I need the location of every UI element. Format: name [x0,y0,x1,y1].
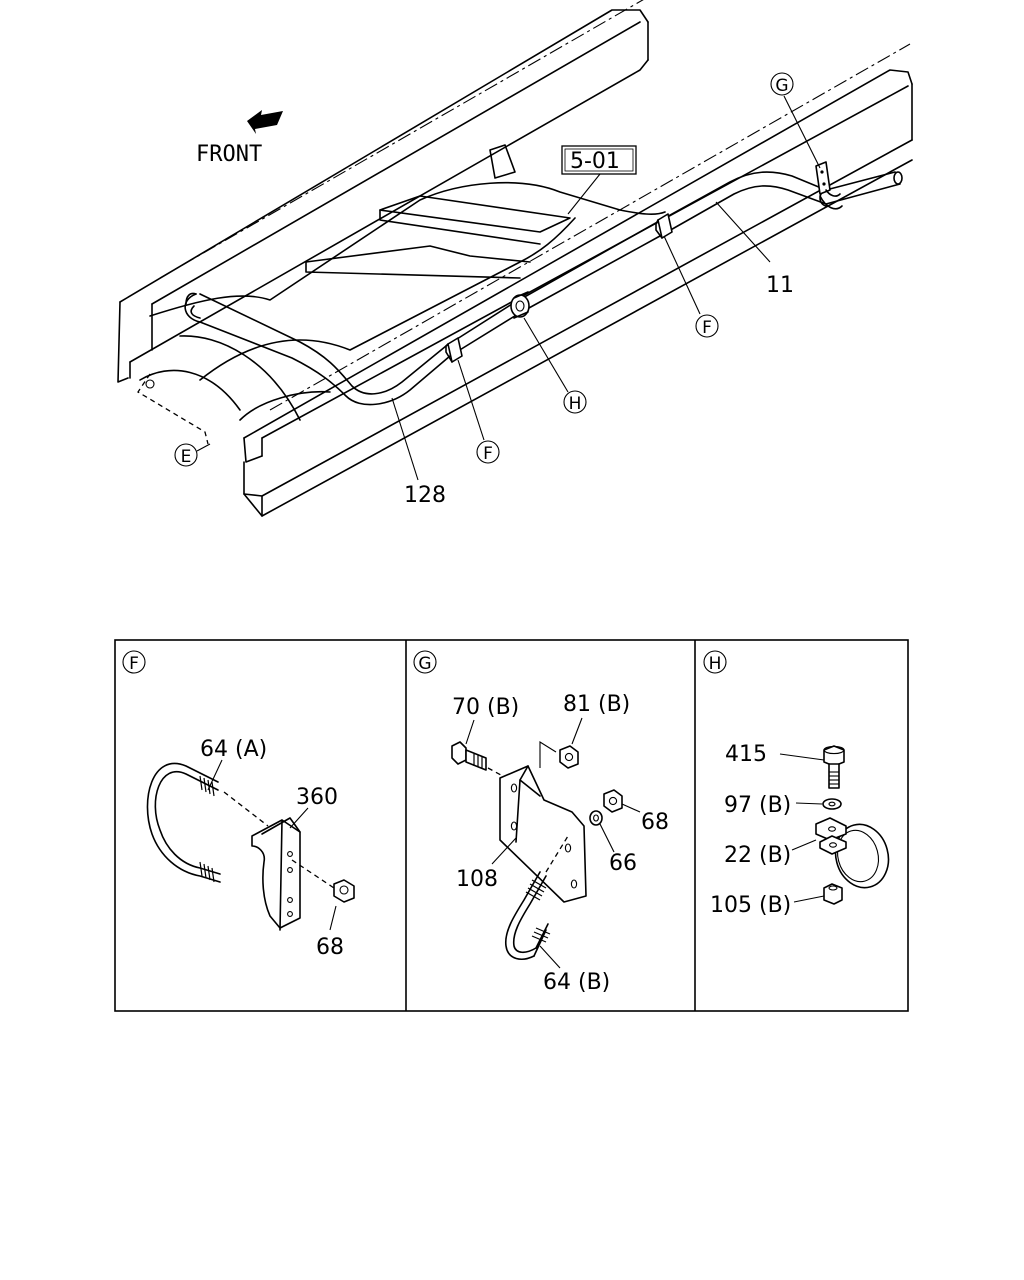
detail-panels [114,639,909,1012]
label-bolt-70b: 70 (B) [452,695,519,720]
label-nut-68-f: 68 [316,935,344,960]
e-attachment [137,373,209,445]
washer-66 [589,810,603,826]
detail-g: G [413,650,669,995]
callout-e: E [174,443,198,467]
leader-f-right [663,235,701,315]
svg-text:G: G [418,654,431,674]
detail-f: F [122,650,355,960]
svg-text:H: H [709,654,722,674]
reference-box: 5-01 [561,145,637,175]
svg-text:F: F [483,444,493,464]
nut-105b [823,883,843,905]
label-bracket-108: 108 [456,867,498,892]
part-label-11: 11 [766,273,794,298]
nut-68-g [603,789,623,813]
callout-f-right: F [695,314,719,338]
leader-h [523,317,569,393]
bolt-415 [823,745,845,789]
label-bolt-415: 415 [725,742,767,767]
label-bracket-360: 360 [296,785,338,810]
leader-128 [391,397,419,481]
right-frame-rail [243,43,913,517]
tube-clamp-f-left [445,337,463,363]
washer-97b [822,798,842,810]
label-u-bolt-64a: 64 (A) [200,737,267,762]
svg-text:F: F [129,654,139,674]
main-view: FRONT [117,0,913,517]
bracket-360 [251,817,301,931]
label-clamp-22b: 22 (B) [724,843,791,868]
label-nut-81b: 81 (B) [563,692,630,717]
detail-h-id-badge: H [703,650,727,674]
detail-g-id-badge: G [413,650,437,674]
tube-128 [184,292,451,406]
u-bolt-64a [146,762,221,883]
bolt-70b [451,741,487,771]
leader-f-left [457,359,485,441]
label-washer-66: 66 [609,851,637,876]
svg-text:F: F [702,318,712,338]
reference-box-label: 5-01 [570,149,620,174]
cross-member [139,144,666,421]
detail-f-id-badge: F [122,650,146,674]
svg-text:H: H [569,394,582,414]
front-arrow-icon [247,110,283,134]
clamp-22b [815,817,890,889]
nut-68-f [333,879,355,903]
grommet-h [510,291,530,319]
nut-81b [559,745,579,769]
callout-h: H [563,390,587,414]
tube-clamp-f-right [655,213,673,239]
front-label: FRONT [196,142,262,167]
label-u-bolt-64b: 64 (B) [543,970,610,995]
bracket-108 [499,765,587,903]
part-label-128: 128 [404,483,446,508]
left-frame-rail [117,0,649,383]
detail-h: H [703,650,890,918]
label-nut-68-g: 68 [641,810,669,835]
svg-text:E: E [181,447,192,467]
svg-text:G: G [775,76,788,96]
callout-f-left: F [476,440,500,464]
label-washer-97b: 97 (B) [724,793,791,818]
label-nut-105b: 105 (B) [710,893,791,918]
leader-11 [715,201,771,263]
u-bolt-64b [504,871,551,960]
leader-g [783,95,821,169]
bracket-g [815,161,843,210]
callout-g: G [770,72,794,96]
